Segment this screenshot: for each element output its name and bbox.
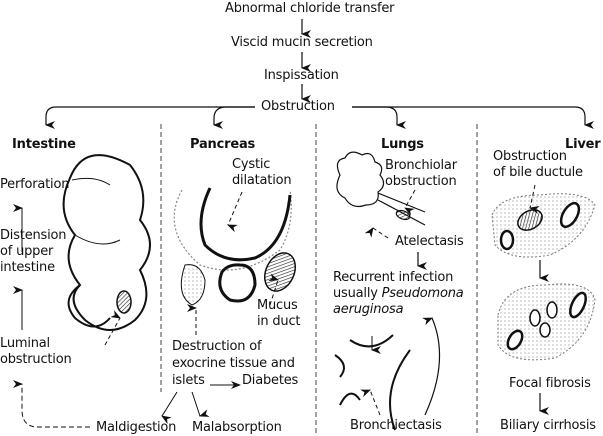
label-destruction-2: exocrine tissue and bbox=[172, 356, 295, 371]
branch-lungs bbox=[352, 106, 406, 129]
label-bronchiolar-1: Bronchiolar bbox=[385, 158, 457, 173]
branch-intestine bbox=[45, 106, 255, 129]
bronchiolar-plug bbox=[395, 209, 411, 221]
intestine-loops bbox=[62, 154, 151, 331]
flow-step-obstruction: Obstruction bbox=[261, 99, 335, 114]
label-infection-1: Recurrent infection bbox=[333, 270, 454, 285]
label-perforation: Perforation bbox=[0, 177, 70, 192]
liver-illustration bbox=[491, 184, 596, 415]
branch-liver bbox=[352, 106, 594, 129]
flow-step-abnormal-chloride: Abnormal chloride transfer bbox=[225, 1, 395, 16]
label-mucus-1: Mucus bbox=[257, 298, 298, 313]
label-luminal-1: Luminal bbox=[0, 336, 50, 351]
label-distension-2: of upper bbox=[0, 244, 54, 259]
section-title-lungs: Lungs bbox=[381, 137, 424, 152]
flow-step-viscid-mucin: Viscid mucin secretion bbox=[231, 35, 373, 50]
section-dividers bbox=[160, 124, 478, 436]
cystic-duct bbox=[199, 187, 292, 262]
label-focal-fibrosis: Focal fibrosis bbox=[509, 376, 591, 391]
label-bronchiectasis: Bronchiectasis bbox=[350, 418, 442, 433]
label-liver-obstruction-2: of bile ductule bbox=[493, 165, 583, 180]
label-liver-obstruction-1: Obstruction bbox=[493, 149, 567, 164]
arrow-maldigestion-luminal bbox=[13, 380, 90, 428]
arrow-to-malabsorption bbox=[191, 391, 210, 417]
label-bronchiolar-2: obstruction bbox=[385, 174, 457, 189]
label-diabetes: Diabetes bbox=[242, 373, 299, 388]
alveoli-cluster bbox=[336, 151, 385, 208]
label-organism-genus: Pseudomona bbox=[381, 286, 464, 301]
label-cystic-2: dilatation bbox=[232, 173, 292, 188]
intestine-illustration bbox=[62, 154, 151, 331]
pancreas-illustration bbox=[161, 187, 296, 425]
label-destruction-1: Destruction of bbox=[172, 339, 262, 354]
lungs-illustration bbox=[334, 151, 441, 431]
obstruction-mass bbox=[116, 290, 132, 314]
label-organism-species: aeruginosa bbox=[333, 302, 404, 317]
label-distension-1: Distension bbox=[0, 228, 67, 243]
bile-ductule bbox=[517, 209, 543, 231]
section-title-liver: Liver bbox=[565, 137, 601, 152]
label-infection-prefix: usually bbox=[333, 286, 382, 301]
arrow-bronchiectasis-infection bbox=[422, 317, 441, 416]
section-title-pancreas: Pancreas bbox=[190, 137, 256, 152]
label-destruction-3: islets bbox=[172, 373, 205, 388]
label-distension-3: intestine bbox=[0, 260, 55, 275]
section-title-intestine: Intestine bbox=[12, 137, 76, 152]
label-mucus-2: in duct bbox=[257, 314, 301, 329]
label-infection-2: usually Pseudomona bbox=[333, 286, 464, 302]
branch-lines bbox=[45, 106, 594, 129]
label-biliary-cirrhosis: Biliary cirrhosis bbox=[500, 418, 596, 433]
label-maldigestion: Maldigestion bbox=[96, 420, 177, 435]
label-cystic-1: Cystic bbox=[232, 157, 271, 172]
arrow-to-maldigestion bbox=[161, 391, 178, 425]
label-atelectasis: Atelectasis bbox=[395, 234, 464, 249]
label-luminal-2: obstruction bbox=[0, 352, 72, 367]
label-malabsorption: Malabsorption bbox=[192, 420, 282, 435]
mucus-duct bbox=[264, 252, 296, 292]
islets bbox=[180, 264, 206, 306]
flow-step-inspissation: Inspissation bbox=[264, 68, 339, 83]
